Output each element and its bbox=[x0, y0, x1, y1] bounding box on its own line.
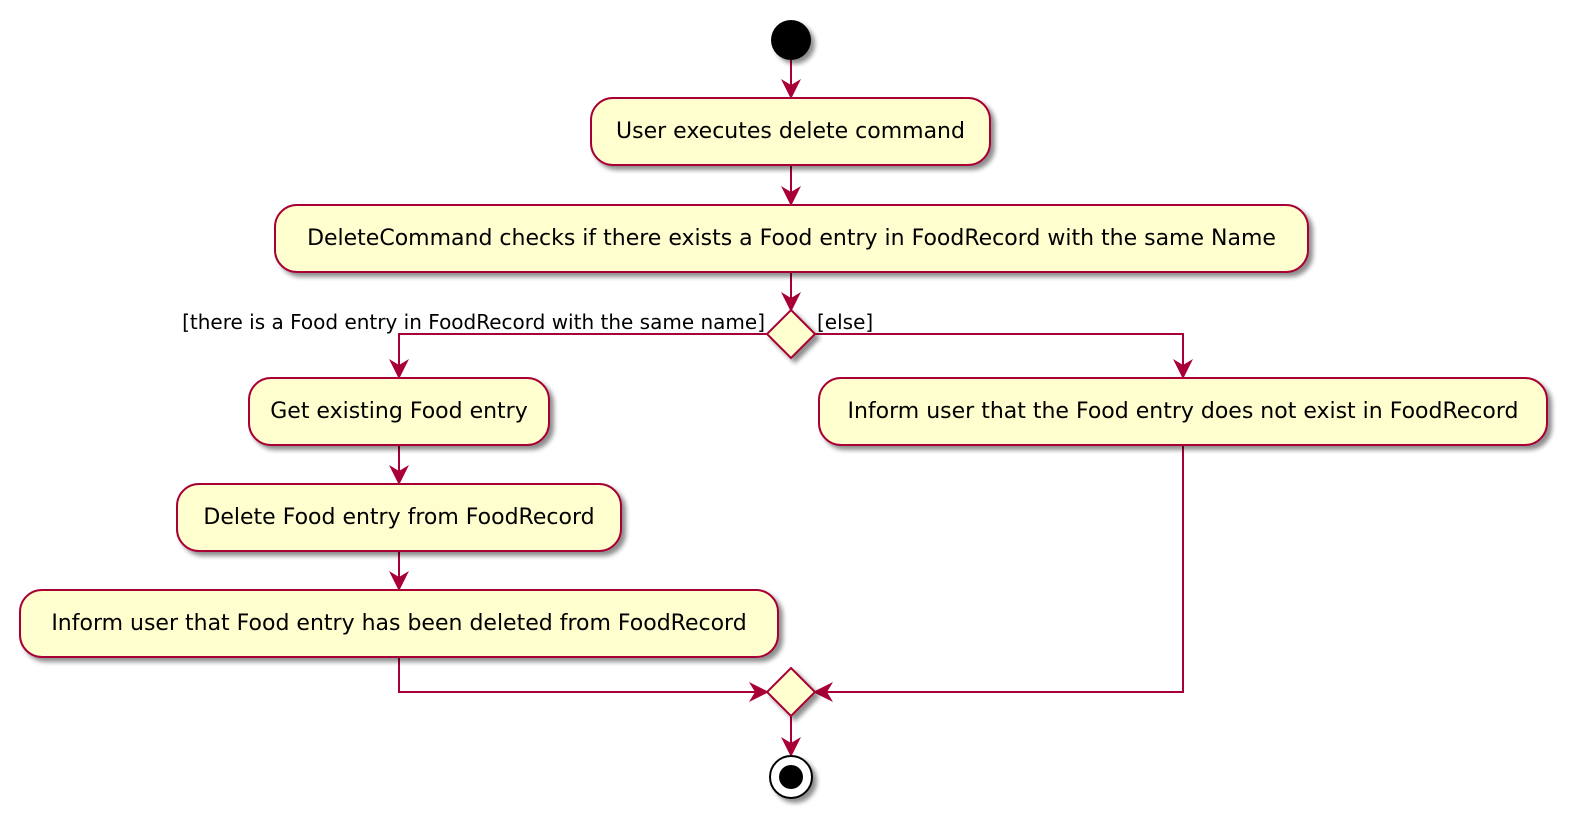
activity-inform-not-exist: Inform user that the Food entry does not… bbox=[818, 377, 1548, 446]
activity-inform-deleted-label: Inform user that Food entry has been del… bbox=[51, 611, 746, 636]
edge-inform-deleted-to-merge bbox=[398, 658, 769, 702]
edge-inform-not-exist-to-merge bbox=[813, 445, 1184, 702]
flow-edges bbox=[389, 60, 1193, 757]
activity-delete-entry-label: Delete Food entry from FoodRecord bbox=[203, 505, 594, 530]
guard-yes-label: [there is a Food entry in FoodRecord wit… bbox=[182, 310, 765, 334]
activity-checks-exists: DeleteCommand checks if there exists a F… bbox=[274, 204, 1309, 273]
activity-user-executes: User executes delete command bbox=[590, 97, 991, 166]
activity-inform-deleted: Inform user that Food entry has been del… bbox=[19, 589, 779, 658]
activities: User executes delete command DeleteComma… bbox=[19, 97, 1548, 658]
edge-decision-to-inform-not-exist bbox=[815, 333, 1193, 379]
end-node bbox=[769, 755, 813, 799]
edge-decision-to-get-existing bbox=[389, 333, 767, 379]
decision-diamond bbox=[765, 308, 817, 360]
activity-get-existing: Get existing Food entry bbox=[248, 377, 550, 446]
guard-else-label: [else] bbox=[817, 310, 873, 334]
activity-delete-entry: Delete Food entry from FoodRecord bbox=[176, 483, 622, 552]
merge-diamond bbox=[765, 666, 817, 718]
activity-user-executes-label: User executes delete command bbox=[616, 119, 965, 144]
activity-inform-not-exist-label: Inform user that the Food entry does not… bbox=[848, 399, 1519, 424]
activity-get-existing-label: Get existing Food entry bbox=[270, 399, 528, 424]
start-node bbox=[771, 20, 811, 60]
activity-checks-exists-label: DeleteCommand checks if there exists a F… bbox=[307, 226, 1276, 251]
